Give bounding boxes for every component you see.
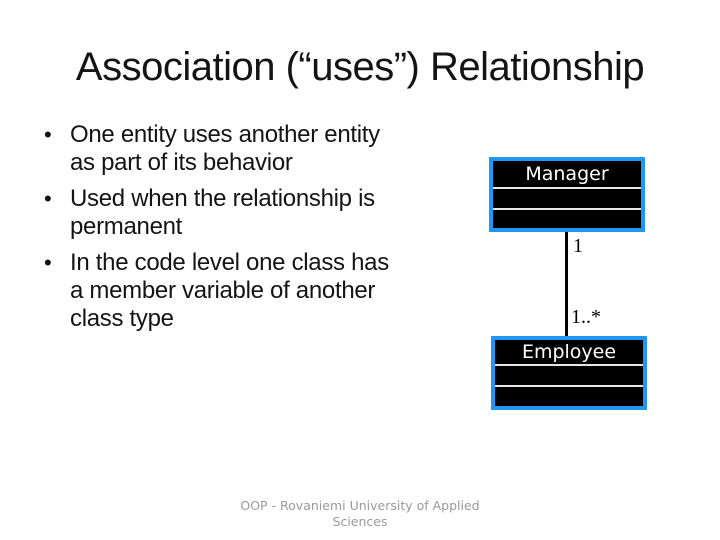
bullet-text-2: Used when the relationship is permanent xyxy=(70,185,375,240)
bullet-marker: • xyxy=(44,250,52,275)
employee-attributes-compartment xyxy=(495,366,643,385)
compartment-divider xyxy=(493,208,641,210)
bullet-item-3: • In the code level one class has a memb… xyxy=(44,249,456,333)
bullet-marker: • xyxy=(44,122,52,147)
slide-title: Association (“uses”) Relationship xyxy=(75,45,645,89)
compartment-divider xyxy=(493,187,641,189)
bullet-list: • One entity uses another entity as part… xyxy=(44,121,456,341)
manager-operations-compartment xyxy=(493,210,641,228)
slide-footer: OOP - Rovaniemi University of Applied Sc… xyxy=(240,498,480,529)
uml-class-box-manager: Manager xyxy=(489,157,645,232)
bullet-item-1: • One entity uses another entity as part… xyxy=(44,121,456,177)
compartment-divider xyxy=(495,364,643,366)
uml-class-box-employee: Employee xyxy=(491,336,647,410)
multiplicity-label-manager-end: 1 xyxy=(573,235,583,257)
compartment-divider xyxy=(495,385,643,387)
manager-attributes-compartment xyxy=(493,189,641,208)
employee-operations-compartment xyxy=(495,387,643,406)
bullet-item-2: • Used when the relationship is permanen… xyxy=(44,185,456,241)
uml-class-name-manager: Manager xyxy=(525,162,609,185)
bullet-text-1: One entity uses another entity as part o… xyxy=(70,121,380,176)
bullet-marker: • xyxy=(44,186,52,211)
association-line xyxy=(565,232,568,336)
multiplicity-label-employee-end: 1..* xyxy=(571,306,601,328)
uml-class-name-employee: Employee xyxy=(521,340,617,363)
bullet-text-3: In the code level one class has a member… xyxy=(70,249,389,332)
